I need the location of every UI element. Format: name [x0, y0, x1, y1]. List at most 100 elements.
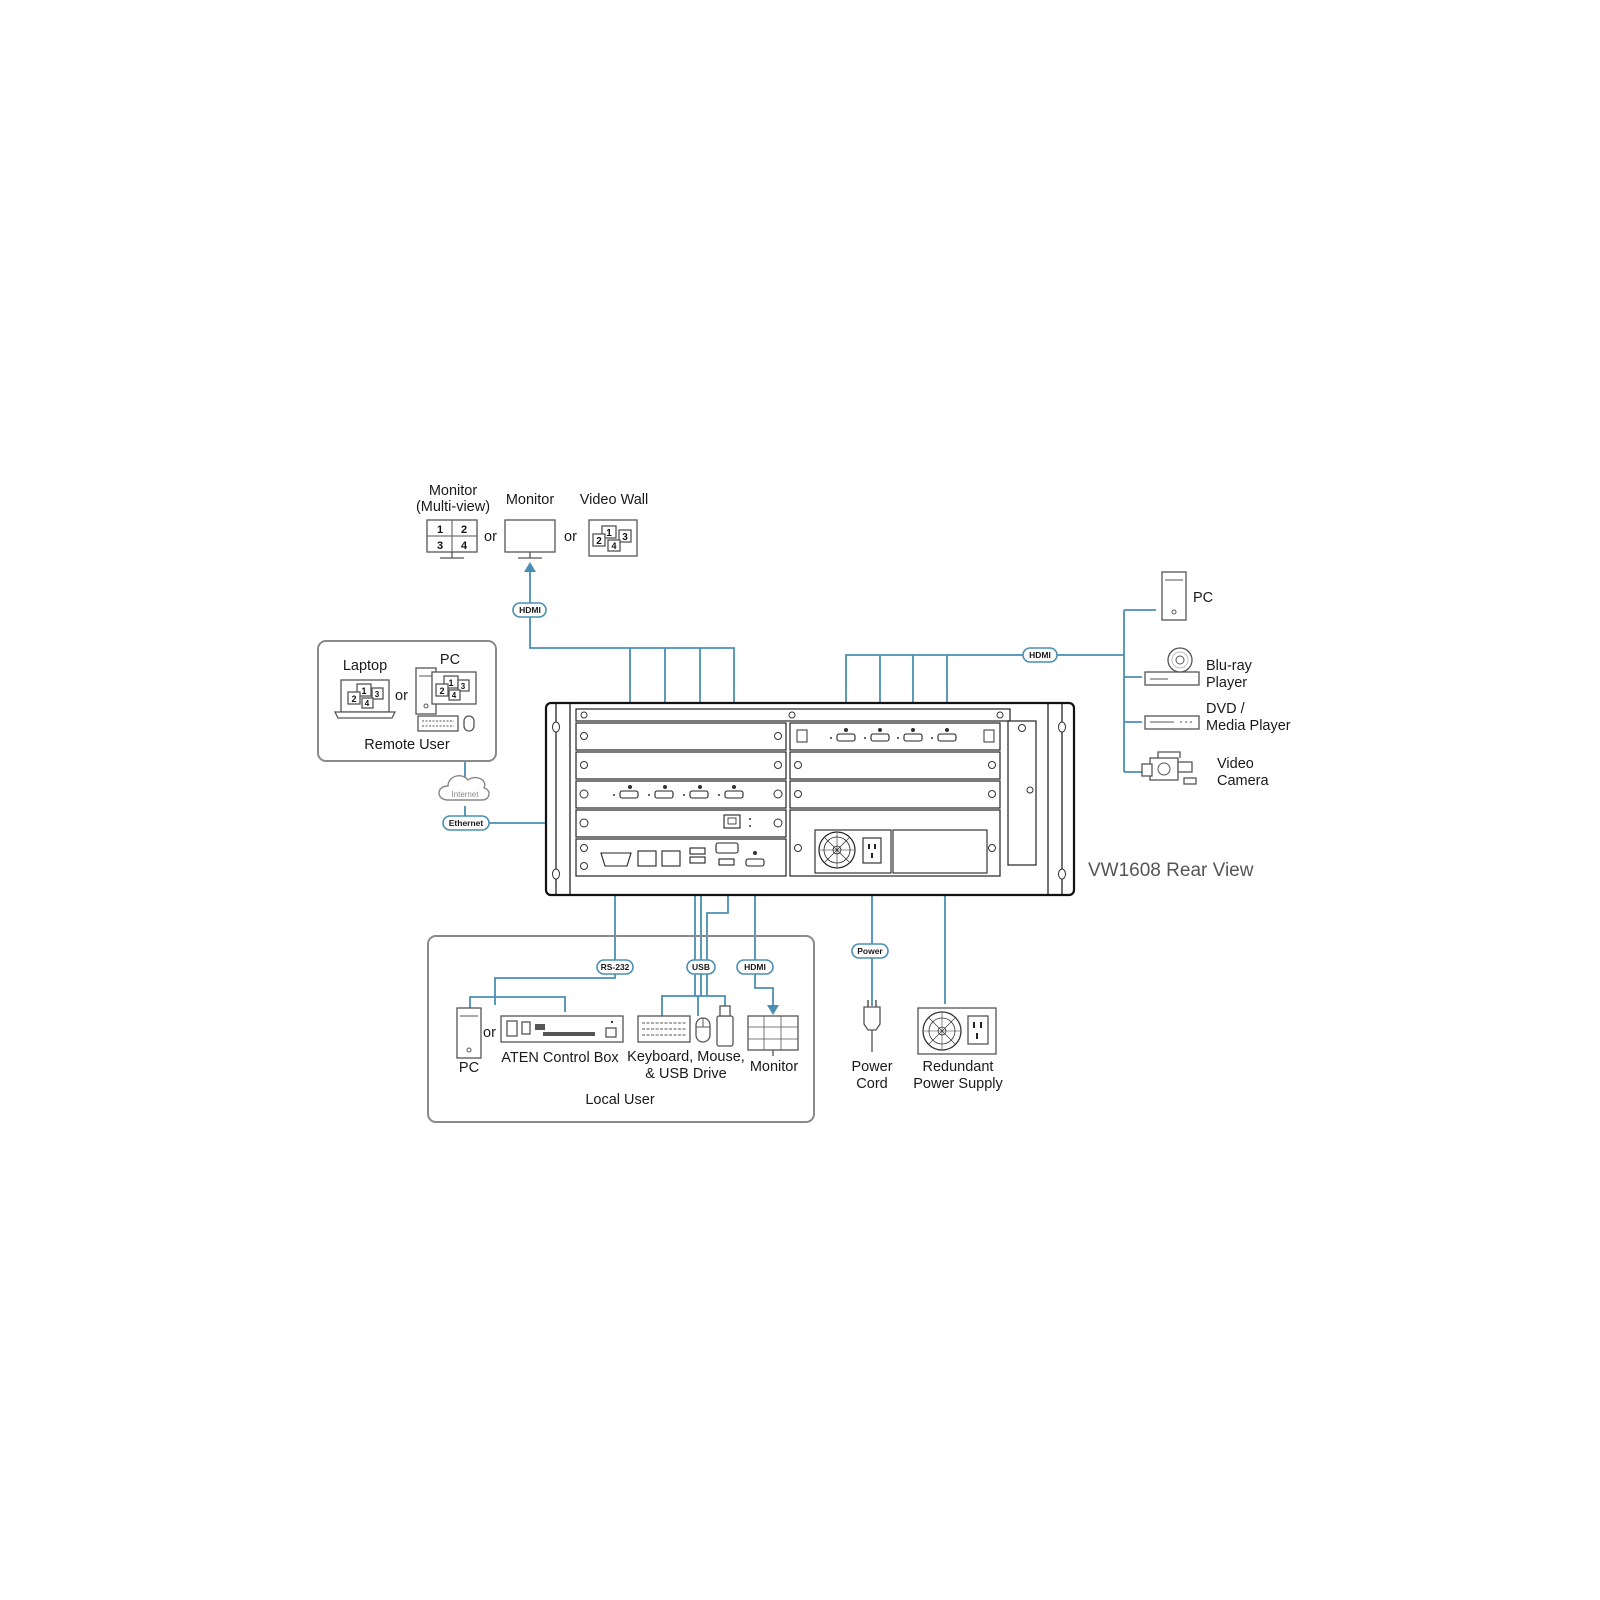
video-wall-icon: 1 2 3 4	[588, 519, 638, 557]
svg-text:4: 4	[461, 540, 468, 552]
svg-text:4: 4	[611, 541, 616, 551]
remote-or-label: or	[395, 688, 408, 704]
monitor-label: Monitor	[506, 492, 555, 508]
svg-text:HDMI: HDMI	[744, 962, 766, 972]
svg-text:1: 1	[606, 528, 612, 539]
tag-usb: USB	[686, 959, 716, 975]
usb-port-3[interactable]	[718, 858, 735, 866]
local-pc-label: PC	[459, 1060, 479, 1076]
hdmi-out-port-2[interactable]	[654, 790, 674, 799]
tag-hdmi-local: HDMI	[736, 959, 774, 975]
svg-text:USB: USB	[692, 962, 710, 972]
svg-text:Ethernet: Ethernet	[449, 818, 484, 828]
hdmi-in-port-2[interactable]	[870, 733, 890, 742]
tag-power: Power	[851, 943, 889, 959]
internet-label: Internet	[451, 790, 479, 799]
ethernet-port[interactable]	[723, 814, 741, 829]
remote-user-group: Laptop PC 1 2 3 4 or 1 2 3 4	[317, 640, 497, 762]
source-pc-icon	[1161, 571, 1187, 621]
control-box-label: ATEN Control Box	[501, 1050, 619, 1066]
usb-drive-icon	[716, 1005, 734, 1047]
hdmi-input-board	[789, 722, 1001, 751]
svg-text:3: 3	[437, 540, 443, 552]
local-monitor-icon	[747, 1015, 799, 1056]
keyboard-icon	[637, 1015, 691, 1043]
local-pc-icon	[456, 1007, 482, 1059]
remote-user-title: Remote User	[364, 737, 450, 753]
internet-cloud-icon: Internet	[438, 775, 490, 801]
aten-control-box-icon	[500, 1015, 624, 1043]
laptop-label: Laptop	[343, 658, 387, 674]
usb-port-1[interactable]	[689, 847, 706, 855]
bluray-player-icon	[1144, 647, 1200, 686]
local-user-title: Local User	[585, 1092, 654, 1108]
tag-ethernet: Ethernet	[442, 815, 490, 831]
dvd-player-icon	[1144, 715, 1200, 730]
svg-text:3: 3	[461, 682, 466, 691]
video-camera-icon	[1141, 751, 1197, 785]
usb-port-top[interactable]	[715, 842, 739, 854]
dvd-label: DVD /Media Player	[1206, 701, 1291, 734]
hdmi-in-port-1[interactable]	[836, 733, 856, 742]
local-user-group: PC or ATEN Control Box Keyb	[427, 935, 815, 1123]
svg-text:4: 4	[365, 699, 370, 708]
power-cord-icon	[863, 1000, 881, 1052]
svg-text:2: 2	[596, 536, 602, 547]
svg-text:1: 1	[448, 678, 453, 688]
remote-pc-icon: 1 2 3 4	[415, 667, 477, 732]
hdmi-out-port-3[interactable]	[689, 790, 709, 799]
tag-hdmi-out: HDMI	[512, 602, 547, 618]
local-or-label: or	[483, 1025, 496, 1041]
vw1608-chassis	[544, 701, 1076, 897]
hdmi-output-board	[575, 780, 787, 809]
source-pc-label: PC	[1193, 590, 1213, 606]
hdmi-console-port[interactable]	[745, 858, 765, 867]
usb-port-2[interactable]	[689, 856, 706, 864]
monitor-multiview-label: Monitor(Multi-view)	[416, 483, 490, 515]
power-inlet[interactable]	[862, 837, 882, 864]
svg-text:RS-232: RS-232	[601, 962, 630, 972]
hdmi-out-port-4[interactable]	[724, 790, 744, 799]
rs232-port[interactable]	[600, 852, 632, 867]
redundant-psu-icon	[917, 1007, 997, 1055]
svg-text:4: 4	[452, 691, 457, 700]
hdmi-in-port-3[interactable]	[903, 733, 923, 742]
lan-port-1[interactable]	[637, 850, 657, 867]
tag-rs232: RS-232	[596, 959, 634, 975]
kbd-label: Keyboard, Mouse,& USB Drive	[627, 1049, 745, 1082]
svg-text:HDMI: HDMI	[519, 605, 541, 615]
svg-text:2: 2	[439, 686, 444, 696]
redundant-psu-slot	[892, 829, 988, 874]
svg-text:1: 1	[361, 686, 366, 696]
svg-text:3: 3	[622, 532, 628, 543]
svg-text:3: 3	[375, 690, 380, 699]
monitor-multiview-icon: 1 2 3 4	[426, 519, 478, 559]
device-title: VW1608 Rear View	[1088, 860, 1254, 881]
svg-text:1: 1	[437, 524, 443, 536]
monitor-icon	[504, 519, 556, 559]
svg-text:Power: Power	[857, 946, 883, 956]
local-monitor-label: Monitor	[750, 1059, 799, 1075]
lan-port-2[interactable]	[661, 850, 681, 867]
mouse-icon	[695, 1017, 711, 1043]
or-label-2: or	[564, 529, 577, 545]
network-board	[575, 809, 787, 838]
or-label-1: or	[484, 529, 497, 545]
tag-hdmi-in: HDMI	[1022, 647, 1058, 663]
svg-text:2: 2	[351, 694, 356, 704]
hdmi-in-port-4[interactable]	[937, 733, 957, 742]
hdmi-local-cable	[754, 868, 774, 1007]
cable-tags: HDMI HDMI Ethernet RS-232 USB HDMI Power	[442, 602, 1058, 975]
svg-text:2: 2	[461, 524, 467, 536]
svg-text:HDMI: HDMI	[1029, 650, 1051, 660]
rs232-cable	[494, 868, 616, 1005]
remote-pc-label: PC	[440, 652, 460, 668]
video-wall-label: Video Wall	[580, 492, 649, 508]
laptop-icon: 1 2 3 4	[333, 679, 397, 719]
hdmi-out-port-1[interactable]	[619, 790, 639, 799]
